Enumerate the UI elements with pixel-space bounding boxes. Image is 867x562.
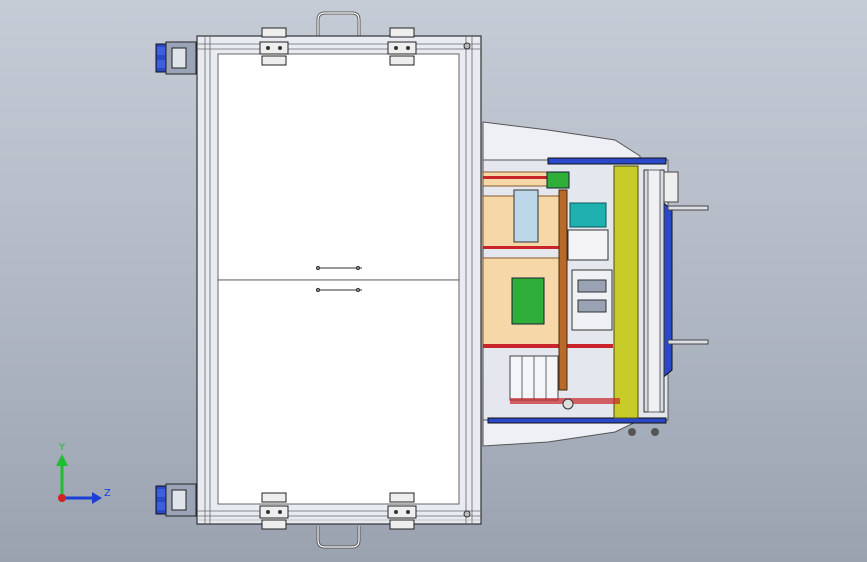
triad-z-label: Z <box>104 488 111 499</box>
center-latch[interactable] <box>315 265 362 293</box>
door-panel-lower[interactable] <box>217 279 460 505</box>
caster-bottom-left[interactable] <box>155 483 197 517</box>
hinge-top-left[interactable] <box>259 27 289 66</box>
hinge-bottom-right[interactable] <box>387 492 417 530</box>
mechanism-assembly[interactable] <box>482 121 709 447</box>
triad-y-label: Y <box>59 442 66 453</box>
top-handle[interactable] <box>316 11 361 36</box>
hinge-bottom-left[interactable] <box>259 492 289 530</box>
hinge-top-right[interactable] <box>387 27 417 66</box>
coordinate-triad <box>56 454 102 504</box>
caster-top-left[interactable] <box>155 41 197 75</box>
door-panel-upper[interactable] <box>217 53 460 281</box>
bottom-handle[interactable] <box>316 526 361 549</box>
